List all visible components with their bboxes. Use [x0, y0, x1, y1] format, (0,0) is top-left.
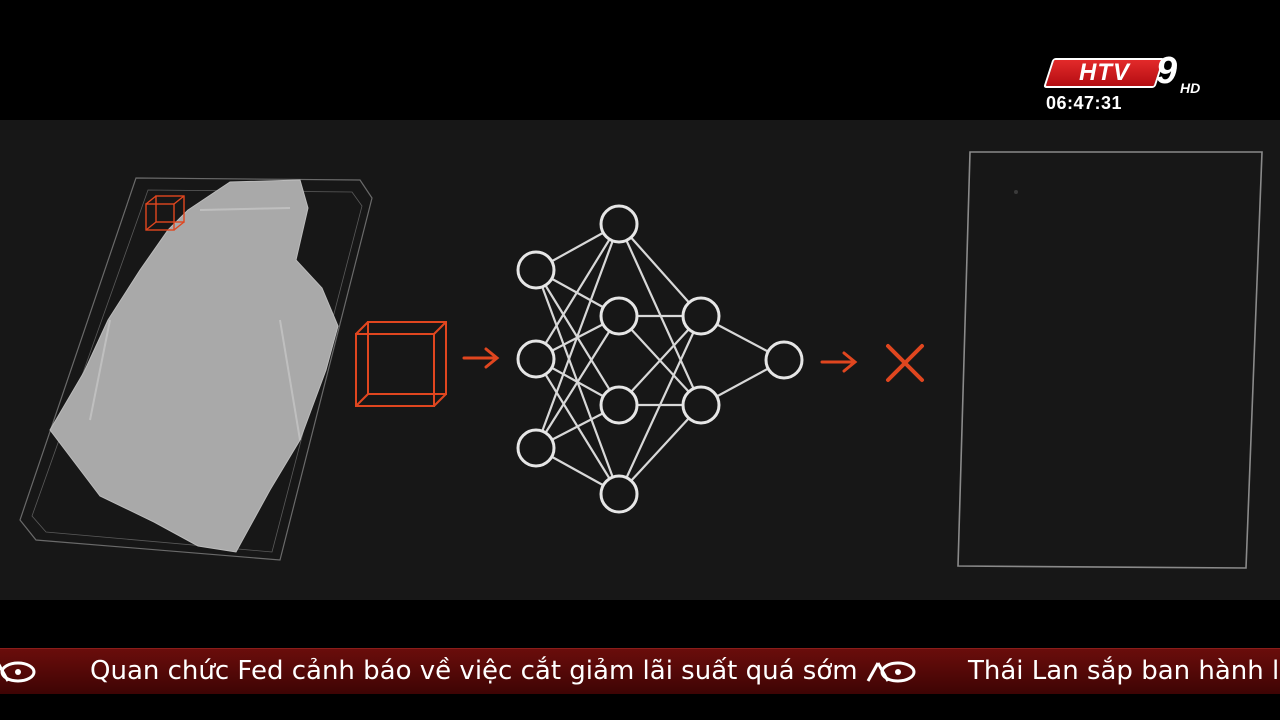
lower-black-bar: [0, 600, 1280, 648]
hidden1-node-3: [599, 385, 639, 425]
bottom-black-bar: [0, 694, 1280, 720]
sample-cube-small: [145, 195, 185, 231]
scan-volume: [19, 177, 373, 561]
input-node-2: [516, 339, 556, 379]
rock-highlight: [89, 207, 301, 441]
ticker-headline: Thái Lan sắp ban hành luật: [968, 656, 1280, 686]
diagram-canvas: [19, 151, 1263, 569]
channel-logo-badge: HTV: [1043, 58, 1165, 88]
volume-box: [19, 177, 373, 561]
network-connections: [534, 223, 785, 495]
hidden1-node-2: [599, 296, 639, 336]
news-ticker: Quan chức Fed cảnh báo về việc cắt giảm …: [0, 648, 1280, 694]
input-node-1: [516, 250, 556, 290]
volume-box-inner: [31, 189, 363, 553]
channel-logo-number: 9: [1156, 50, 1178, 92]
output-node: [764, 340, 804, 380]
ticker-headline: Quan chức Fed cảnh báo về việc cắt giảm …: [90, 656, 858, 686]
broadcast-clock: 06:47:31: [1046, 93, 1123, 113]
channel-logo-letters: HTV: [1078, 59, 1130, 86]
input-node-3: [516, 428, 556, 468]
sample-cube-large: [355, 321, 447, 407]
empty-output-panel: [957, 151, 1263, 569]
channel-logo: HTV 9 HD: [1040, 50, 1201, 116]
panel-dot: [1014, 190, 1018, 194]
rock-scan: [49, 179, 339, 553]
hidden2-node-2: [681, 385, 721, 425]
arrow-right-icon: [820, 351, 858, 373]
hidden1-node-4: [599, 474, 639, 514]
channel-logo-hd: HD: [1180, 80, 1201, 96]
htv-news-logo-icon: [0, 661, 36, 683]
network-nodes: [516, 204, 804, 514]
hidden2-node-1: [681, 296, 721, 336]
cross-icon: [886, 344, 924, 382]
neural-network-diagram: [0, 120, 1280, 600]
htv-news-logo-icon: [866, 661, 916, 683]
hidden1-node-1: [599, 204, 639, 244]
arrow-right-icon: [462, 347, 500, 369]
